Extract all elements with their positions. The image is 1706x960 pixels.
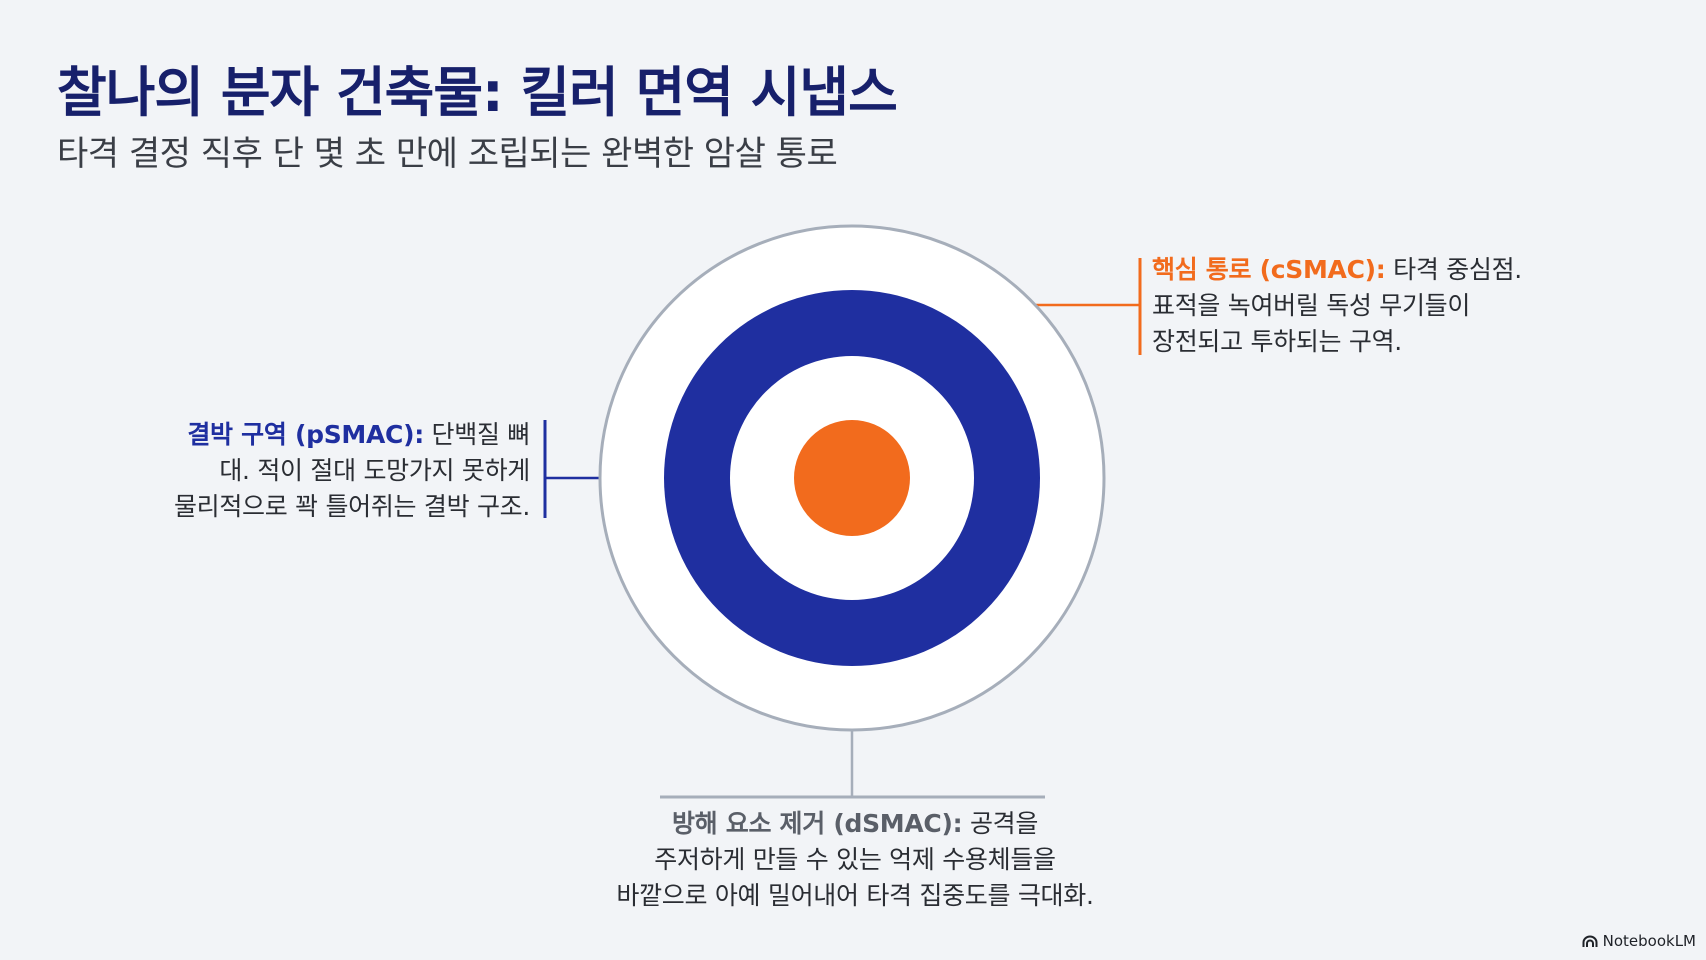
csmac-label: 핵심 통로 (cSMAC): <box>1152 255 1386 284</box>
dsmac-text-line2: 주저하게 만들 수 있는 억제 수용체들을 <box>654 845 1056 874</box>
psmac-callout: 결박 구역 (pSMAC): 단백질 뼈 대. 적이 절대 도망가지 못하게 물… <box>120 417 530 525</box>
psmac-text-line2: 대. 적이 절대 도망가지 못하게 <box>219 456 530 485</box>
psmac-label: 결박 구역 (pSMAC): <box>187 420 424 449</box>
notebooklm-logo-icon <box>1582 935 1598 947</box>
csmac-callout: 핵심 통로 (cSMAC): 타격 중심점. 표적을 녹여버릴 독성 무기들이 … <box>1152 252 1572 360</box>
psmac-text-line1: 단백질 뼈 <box>423 420 531 449</box>
csmac-text-line3: 장전되고 투하되는 구역. <box>1152 327 1402 356</box>
psmac-text-line3: 물리적으로 꽉 틀어쥐는 결박 구조. <box>173 492 530 521</box>
dsmac-text-line1: 공격을 <box>962 809 1039 838</box>
slide-subtitle: 타격 결정 직후 단 몇 초 만에 조립되는 완벽한 암살 통로 <box>57 134 838 174</box>
csmac-text-line2: 표적을 녹여버릴 독성 무기들이 <box>1152 291 1471 320</box>
dsmac-text-line3: 바깥으로 아예 밀어내어 타격 집중도를 극대화. <box>616 881 1094 910</box>
notebooklm-label: NotebookLM <box>1602 932 1696 950</box>
csmac-text-line1: 타격 중심점. <box>1385 255 1522 284</box>
notebooklm-branding: NotebookLM <box>1582 932 1696 950</box>
csmac-core <box>794 420 910 536</box>
slide-title: 찰나의 분자 건축물: 킬러 면역 시냅스 <box>57 61 898 124</box>
dsmac-callout: 방해 요소 제거 (dSMAC): 공격을 주저하게 만들 수 있는 억제 수용… <box>555 806 1155 914</box>
dsmac-label: 방해 요소 제거 (dSMAC): <box>671 809 963 838</box>
